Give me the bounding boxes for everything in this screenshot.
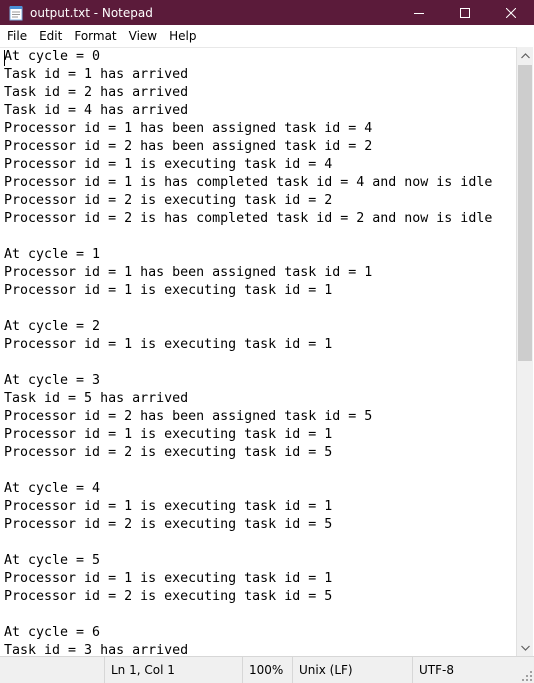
scroll-up-button[interactable] xyxy=(517,47,534,64)
text-line: Processor id = 2 is executing task id = … xyxy=(4,517,333,532)
close-button[interactable] xyxy=(488,0,534,25)
text-line: Processor id = 2 is executing task id = … xyxy=(4,589,333,604)
vertical-scrollbar[interactable] xyxy=(516,47,533,656)
maximize-icon xyxy=(460,7,470,18)
text-line: Processor id = 1 is executing task id = … xyxy=(4,337,333,352)
text-line: Processor id = 1 is executing task id = … xyxy=(4,499,333,514)
text-line: Processor id = 2 is has completed task i… xyxy=(4,211,493,226)
text-line: Processor id = 2 has been assigned task … xyxy=(4,139,373,154)
text-line: At cycle = 4 xyxy=(4,481,101,496)
scroll-thumb[interactable] xyxy=(518,65,532,361)
menu-bar: File Edit Format View Help xyxy=(0,25,534,47)
resize-grip-icon[interactable] xyxy=(521,670,533,682)
close-icon xyxy=(506,7,516,18)
window-title: output.txt - Notepad xyxy=(30,5,153,20)
text-line: Task id = 2 has arrived xyxy=(4,85,189,100)
status-line-ending: Unix (LF) xyxy=(292,657,412,683)
text-line xyxy=(4,300,514,318)
text-line: At cycle = 2 xyxy=(4,319,101,334)
menu-format[interactable]: Format xyxy=(74,29,117,43)
text-line: Processor id = 1 has been assigned task … xyxy=(4,121,373,136)
text-line xyxy=(4,462,514,480)
text-line: Task id = 5 has arrived xyxy=(4,391,189,406)
chevron-down-icon xyxy=(521,645,530,651)
status-encoding: UTF-8 xyxy=(412,657,522,683)
text-line: Processor id = 1 has been assigned task … xyxy=(4,265,373,280)
status-cursor-position: Ln 1, Col 1 xyxy=(104,657,242,683)
maximize-button[interactable] xyxy=(442,0,488,25)
text-line: At cycle = 5 xyxy=(4,553,101,568)
text-line: Task id = 4 has arrived xyxy=(4,103,189,118)
status-zoom: 100% xyxy=(242,657,292,683)
text-line: Processor id = 2 has been assigned task … xyxy=(4,409,373,424)
notepad-icon xyxy=(8,5,24,21)
text-line: Processor id = 2 is executing task id = … xyxy=(4,445,333,460)
text-line xyxy=(4,534,514,552)
text-line: Processor id = 1 is executing task id = … xyxy=(4,427,333,442)
menu-help[interactable]: Help xyxy=(169,29,197,43)
text-line: Processor id = 1 is has completed task i… xyxy=(4,175,493,190)
text-line: Processor id = 1 is executing task id = … xyxy=(4,157,333,172)
text-caret xyxy=(4,50,5,66)
text-line: At cycle = 3 xyxy=(4,373,101,388)
text-line: Processor id = 1 is executing task id = … xyxy=(4,571,333,586)
text-line xyxy=(4,354,514,372)
minimize-icon xyxy=(414,12,424,14)
text-line: Processor id = 2 is executing task id = … xyxy=(4,193,333,208)
text-line: At cycle = 1 xyxy=(4,247,101,262)
window-controls xyxy=(396,0,534,25)
text-line: Processor id = 1 is executing task id = … xyxy=(4,283,333,298)
text-line xyxy=(4,606,514,624)
status-bar: Ln 1, Col 1 100% Unix (LF) UTF-8 xyxy=(0,656,534,683)
text-line xyxy=(4,228,514,246)
text-line: Task id = 3 has arrived xyxy=(4,643,189,656)
minimize-button[interactable] xyxy=(396,0,442,25)
chevron-up-icon xyxy=(521,52,530,58)
text-line: At cycle = 0 xyxy=(4,49,101,64)
text-line: At cycle = 6 xyxy=(4,625,101,640)
text-line: Task id = 1 has arrived xyxy=(4,67,189,82)
scroll-down-button[interactable] xyxy=(517,639,534,656)
title-bar[interactable]: output.txt - Notepad xyxy=(0,0,534,25)
menu-view[interactable]: View xyxy=(128,29,158,43)
menu-edit[interactable]: Edit xyxy=(39,29,63,43)
menu-file[interactable]: File xyxy=(7,29,28,43)
